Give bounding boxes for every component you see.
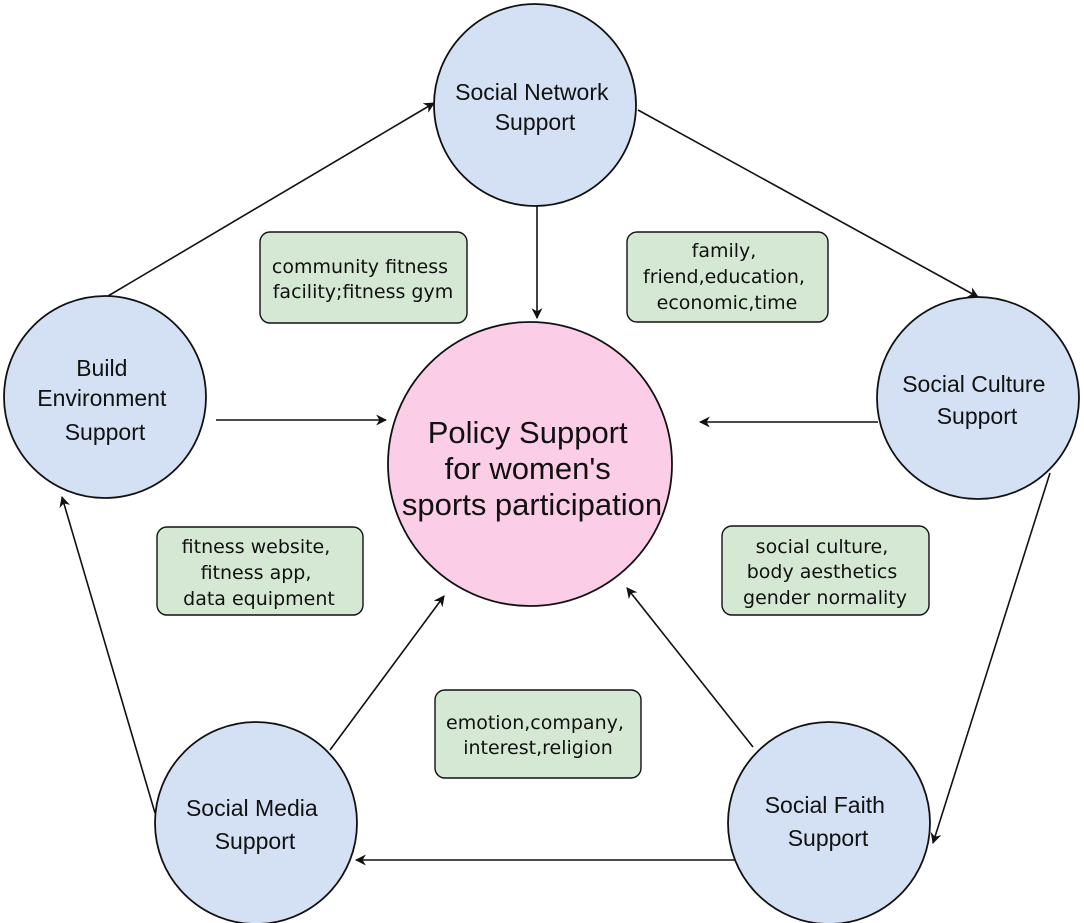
social-culture-label-line-1: Social Culture [902, 371, 1045, 397]
social-network-label: Social Network Support [455, 79, 615, 135]
culture-note-line-2: friend,education, [643, 266, 805, 288]
social-network-label-line-2: Support [495, 109, 576, 135]
edge-culture-to-faith [930, 472, 1051, 845]
faith-culture-note-line-3: gender normality [743, 587, 907, 609]
faith-culture-note-box [721, 525, 930, 616]
social-media-label-line-2: Support [215, 828, 296, 854]
faith-note-text: emotion,company, interest,religion [446, 712, 630, 759]
node-social-culture: Social Culture Support [876, 296, 1080, 500]
network-note-line-1: community fitness [272, 256, 448, 278]
culture-note-text: family, friend,education, economic,time [643, 240, 811, 314]
edge-media-to-center [329, 595, 445, 751]
faith-culture-note-text: social culture, body aesthetics gender n… [743, 536, 907, 609]
center-circle [387, 321, 673, 607]
center-label-line-2: for women's [445, 451, 611, 486]
media-note-line-1: fitness website, [182, 536, 331, 558]
build-environment-label: Build Environment Support [37, 355, 173, 445]
edge-media-to-build [59, 495, 156, 814]
faith-culture-note-line-2: body aesthetics [747, 561, 898, 583]
culture-note-line-1: family, [692, 240, 757, 262]
social-faith-label-line-2: Support [788, 825, 869, 851]
build-environment-label-line-3: Support [65, 419, 146, 445]
media-note-text: fitness website, fitness app, data equip… [182, 536, 337, 610]
note-media: fitness website, fitness app, data equip… [156, 526, 364, 616]
media-note-line-3: data equipment [183, 588, 335, 610]
social-culture-label: Social Culture Support [902, 371, 1052, 429]
faith-culture-note-line-1: social culture, [756, 536, 889, 558]
social-media-label-line-1: Social Media [186, 795, 318, 821]
edge-build-to-network [107, 102, 435, 297]
edge-network-to-culture [637, 109, 979, 298]
node-social-network: Social Network Support [433, 3, 637, 207]
culture-note-line-3: economic,time [657, 292, 798, 314]
faith-note-box [434, 689, 642, 779]
edge-faith-to-center [626, 587, 754, 748]
edges [59, 102, 1051, 866]
social-network-label-line-1: Social Network [455, 79, 609, 105]
note-culture: family, friend,education, economic,time [626, 231, 829, 323]
note-faith: emotion,company, interest,religion [434, 689, 642, 779]
node-social-faith: Social Faith Support [727, 721, 931, 923]
note-network: community fitness facility;fitness gym [259, 231, 468, 324]
center-label: Policy Support for women's sports partic… [402, 415, 662, 522]
center-label-line-1: Policy Support [428, 415, 628, 450]
build-environment-circle [3, 295, 207, 499]
social-media-circle [154, 721, 358, 923]
node-build-environment: Build Environment Support [3, 295, 207, 499]
culture-note-box [626, 231, 829, 323]
build-environment-label-line-1: Build [76, 355, 127, 381]
social-culture-circle [876, 296, 1080, 500]
center-label-line-3: sports participation [402, 487, 662, 522]
social-faith-circle [727, 721, 931, 923]
social-faith-label: Social Faith Support [765, 792, 892, 851]
faith-note-line-2: interest,religion [463, 737, 613, 759]
network-note-box [259, 231, 468, 324]
media-note-line-2: fitness app, [201, 562, 312, 584]
node-social-media: Social Media Support [154, 721, 358, 923]
social-media-label: Social Media Support [186, 795, 324, 854]
social-culture-label-line-2: Support [937, 403, 1018, 429]
network-note-line-2: facility;fitness gym [273, 281, 454, 303]
network-note-text: community fitness facility;fitness gym [272, 256, 454, 303]
social-network-circle [433, 3, 637, 207]
note-faith-culture: social culture, body aesthetics gender n… [721, 525, 930, 616]
faith-note-line-1: emotion,company, [446, 712, 624, 734]
media-note-box [156, 526, 364, 616]
build-environment-label-line-2: Environment [37, 385, 167, 411]
social-faith-label-line-1: Social Faith [765, 792, 885, 818]
center-node: Policy Support for women's sports partic… [387, 321, 673, 607]
